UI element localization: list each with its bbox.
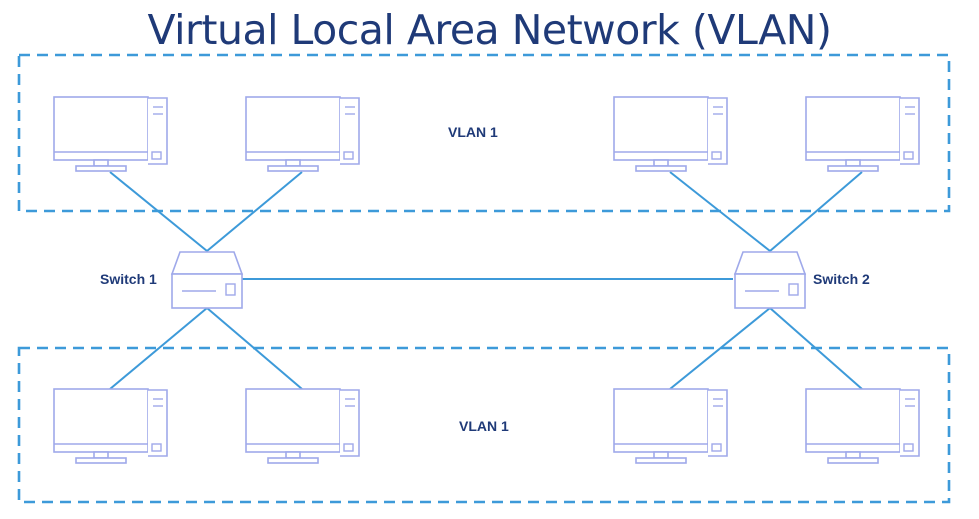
network-switch-icon xyxy=(171,251,243,309)
desktop-computer-icon xyxy=(53,388,168,464)
desktop-computer-icon xyxy=(805,388,920,464)
vlan-bottom-border xyxy=(17,346,951,504)
switch-2-label: Switch 2 xyxy=(813,271,870,287)
desktop-computer-icon xyxy=(53,96,168,172)
link-pc1-switch1 xyxy=(109,171,208,252)
desktop-computer-icon xyxy=(613,96,728,172)
desktop-computer-icon xyxy=(613,388,728,464)
desktop-computer-icon xyxy=(245,388,360,464)
link-pc2-switch1 xyxy=(206,171,303,252)
link-switch1-pc6 xyxy=(206,307,303,390)
link-pc4-switch2 xyxy=(769,171,863,252)
desktop-computer-icon xyxy=(805,96,920,172)
page-title: Virtual Local Area Network (VLAN) xyxy=(147,6,832,54)
desktop-computer-icon xyxy=(245,96,360,172)
switch-1-label: Switch 1 xyxy=(100,271,157,287)
link-switch2-pc7 xyxy=(669,307,771,390)
link-switch2-pc8 xyxy=(769,307,863,390)
vlan-top-border xyxy=(17,53,951,213)
vlan-bottom-label: VLAN 1 xyxy=(459,418,509,434)
link-pc3-switch2 xyxy=(669,171,771,252)
vlan-top-label: VLAN 1 xyxy=(448,124,498,140)
network-switch-icon xyxy=(734,251,806,309)
link-switch1-pc5 xyxy=(109,307,208,390)
